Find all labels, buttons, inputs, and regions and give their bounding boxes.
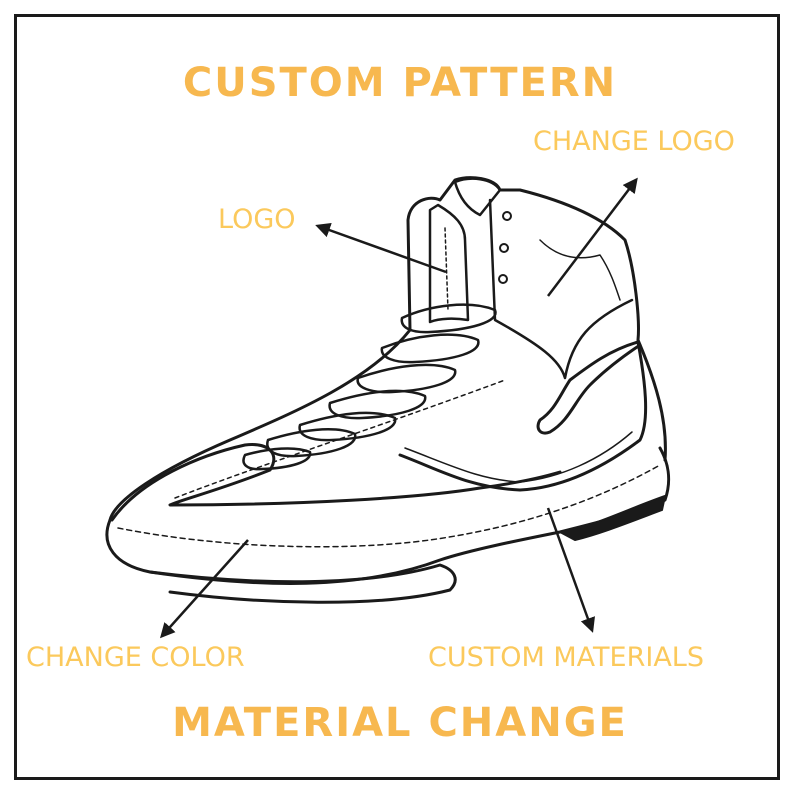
- heading-material-change: MATERIAL CHANGE: [0, 700, 800, 746]
- callout-change-color: CHANGE COLOR: [26, 642, 245, 673]
- toe-cap: [112, 445, 560, 520]
- side-panel-inner: [405, 432, 632, 482]
- callout-change-logo: CHANGE LOGO: [533, 126, 735, 157]
- laces: [244, 305, 496, 469]
- callout-logo: LOGO: [218, 204, 296, 235]
- arrow-logo: [318, 226, 446, 272]
- sole-heel-band: [560, 496, 665, 540]
- eyelet: [500, 244, 508, 252]
- side-panel: [400, 342, 646, 490]
- sole-outline: [107, 448, 669, 583]
- upper-outline: [110, 178, 665, 520]
- eyelet: [503, 212, 511, 220]
- eyelet: [499, 275, 507, 283]
- tongue-stitch: [445, 228, 448, 310]
- tongue-strap: [455, 179, 500, 215]
- arrow-change-color: [162, 540, 248, 636]
- callout-custom-materials: CUSTOM MATERIALS: [428, 642, 704, 673]
